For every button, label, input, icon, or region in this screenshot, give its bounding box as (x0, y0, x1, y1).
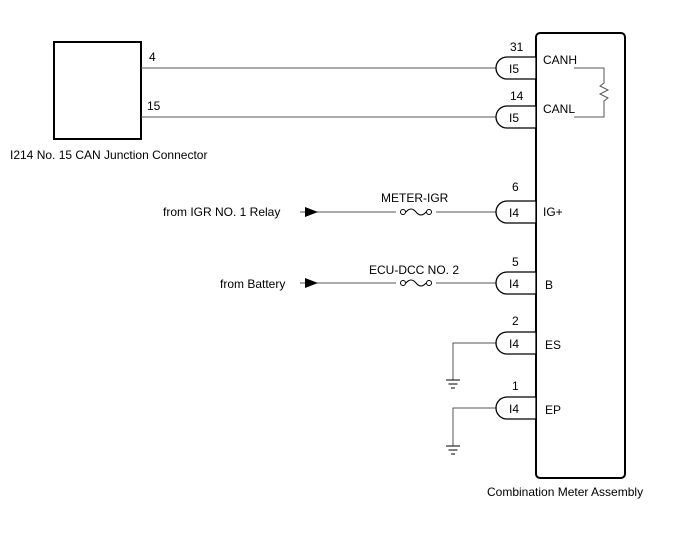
signal-name: IG+ (543, 205, 563, 219)
signal-name: B (545, 278, 553, 292)
connector-code: I4 (509, 402, 519, 416)
pin-number: 2 (512, 314, 519, 328)
pin-number: 6 (512, 180, 519, 194)
signal-name: EP (545, 403, 561, 417)
ground-ep-icon (446, 445, 460, 455)
fuse-meter-igr-icon (396, 206, 436, 218)
termination-resistor (574, 67, 610, 118)
connector-code: I4 (509, 277, 519, 291)
connector-code: I4 (509, 337, 519, 351)
connector-pill-ep: I4 (495, 396, 537, 420)
connector-pill-b: I4 (495, 271, 537, 295)
connector-code: I5 (509, 62, 519, 76)
signal-name: CANH (543, 53, 577, 67)
fuse-ecu-dcc-label: ECU-DCC NO. 2 (369, 263, 459, 277)
junction-pin-canh: 4 (149, 50, 156, 64)
wire-es (452, 342, 499, 380)
connector-pill-canl: I5 (495, 105, 537, 129)
connector-pill-es: I4 (495, 331, 537, 355)
connector-code: I5 (509, 111, 519, 125)
signal-name: CANL (543, 102, 575, 116)
connector-code: I4 (509, 206, 519, 220)
junction-connector-label: I214 No. 15 CAN Junction Connector (10, 148, 207, 162)
meter-box (535, 32, 626, 479)
fuse-meter-igr-label: METER-IGR (381, 191, 449, 205)
connector-pill-canh: I5 (495, 56, 537, 80)
junction-connector-box (53, 41, 142, 140)
ground-es-icon (446, 379, 460, 389)
source-igr: from IGR NO. 1 Relay (163, 205, 280, 219)
pin-number: 5 (512, 255, 519, 269)
pin-number: 31 (510, 40, 524, 54)
fuse-ecu-dcc-icon (396, 277, 436, 289)
connector-pill-ig: I4 (495, 200, 537, 224)
source-battery: from Battery (220, 277, 285, 291)
wire-ep (452, 407, 499, 446)
pin-number: 14 (510, 89, 524, 103)
junction-pin-canl: 15 (147, 99, 161, 113)
arrow-battery-icon (305, 278, 318, 288)
pin-number: 1 (512, 379, 519, 393)
signal-name: ES (545, 338, 561, 352)
meter-label: Combination Meter Assembly (487, 485, 643, 499)
arrow-igr-icon (305, 207, 318, 217)
